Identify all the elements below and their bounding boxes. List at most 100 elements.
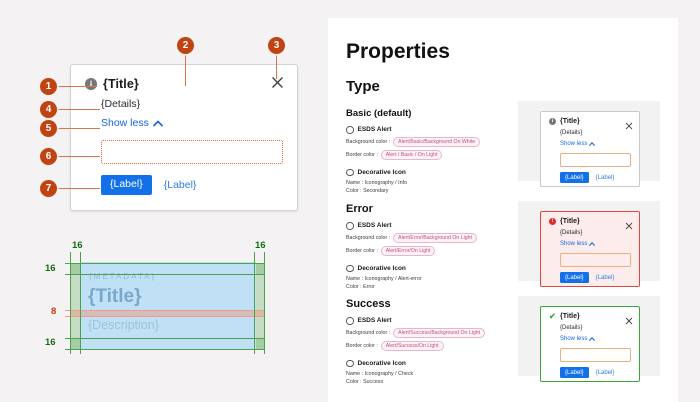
show-less-toggle[interactable]: Show less [560, 141, 596, 147]
close-icon[interactable] [625, 312, 633, 325]
spacing-rule-h4 [65, 349, 265, 351]
alert-actions: {Label} {Label} [560, 367, 614, 378]
radio-icon[interactable] [346, 222, 354, 230]
spacing-title-text: {Title} [88, 286, 142, 307]
show-less-label: Show less [101, 117, 149, 129]
alert-example-card: i {Title} {Details} Show less {Label} {L… [540, 111, 640, 187]
show-less-toggle[interactable]: Show less [560, 241, 596, 247]
radio-icon[interactable] [346, 359, 354, 368]
property-key: Name : Iconography / Alert-error [346, 275, 422, 282]
property-group-name: Decorative Icon [357, 169, 406, 177]
spacing-band-left [70, 263, 81, 349]
spacing-gap-line-top [65, 310, 265, 311]
alert-example-card: ! {Title} {Details} Show less {Label} {L… [540, 211, 640, 287]
property-key: Border color : [346, 342, 378, 349]
content-slot-placeholder [101, 140, 283, 164]
alert-header: i {Title} [85, 77, 139, 91]
property-group-alert: ESDS Alert Background color : Alert/Erro… [346, 222, 496, 256]
alert-title: {Title} [560, 118, 580, 125]
callout-leader-6 [57, 156, 100, 158]
property-token: Alert / Basic / On Light [380, 149, 443, 160]
close-icon[interactable] [270, 75, 285, 90]
property-row: Background color : Alert/Basic/Backgroun… [346, 137, 496, 148]
example-preview-error: ! {Title} {Details} Show less {Label} {L… [518, 201, 660, 287]
property-token: Alert/Basic/Background On White [393, 137, 481, 148]
spacing-gap-band [70, 310, 265, 316]
close-icon[interactable] [625, 117, 633, 130]
property-group-header: ESDS Alert [346, 222, 496, 230]
secondary-action-link[interactable]: {Label} [595, 174, 615, 181]
callout-leader-4 [57, 109, 100, 111]
spacing-diagram: {METADATA} {Title} {Description} 16 16 1… [45, 240, 285, 366]
property-group-alert: ESDS Alert Background color : Alert/Succ… [346, 317, 496, 351]
property-key: Border color : [346, 151, 378, 158]
spacing-content-block [80, 262, 256, 349]
section-heading-type: Type [346, 78, 380, 95]
spacing-rule-v3 [254, 252, 256, 354]
chevron-up-icon [589, 337, 596, 341]
callout-badge-5: 5 [40, 120, 57, 137]
secondary-action-link[interactable]: {Label} [595, 369, 615, 376]
primary-action-button[interactable]: {Label} [560, 272, 589, 283]
property-key: Color : Success [346, 379, 384, 386]
primary-action-button[interactable]: {Label} [560, 367, 589, 378]
property-row: Border color : Alert/Success/On Light [346, 340, 496, 351]
property-token: Alert/Success/On Light [380, 340, 444, 351]
alert-header: i {Title} [549, 118, 580, 125]
callout-leader-1 [57, 86, 97, 88]
property-group-icon: Decorative Icon Name : Iconography / Inf… [346, 168, 496, 194]
property-group-name: Decorative Icon [357, 360, 406, 368]
property-group-name: ESDS Alert [357, 222, 392, 230]
property-section-success: Success ESDS Alert Background color : Al… [346, 298, 496, 392]
close-icon[interactable] [625, 217, 633, 230]
property-key: Background color : [346, 330, 391, 337]
show-less-toggle[interactable]: Show less [101, 117, 163, 129]
property-group-name: Decorative Icon [357, 265, 406, 273]
property-key: Color : Error [346, 284, 375, 291]
content-slot-placeholder [560, 253, 631, 267]
alert-details: {Details} [560, 230, 583, 236]
property-group-header: Decorative Icon [346, 359, 496, 368]
property-group-icon: Decorative Icon Name : Iconography / Ale… [346, 264, 496, 291]
callout-badge-3: 3 [268, 37, 285, 54]
primary-action-button[interactable]: {Label} [101, 175, 152, 195]
alert-actions: {Label} {Label} [560, 172, 614, 183]
property-row: Name : Iconography / Info [346, 180, 496, 186]
alert-actions: {Label} {Label} [560, 272, 614, 283]
property-group-header: ESDS Alert [346, 317, 496, 325]
secondary-action-link[interactable]: {Label} [163, 178, 197, 191]
callout-leader-2 [185, 52, 187, 86]
property-key: Border color : [346, 247, 378, 254]
check-icon: ✔ [548, 311, 557, 321]
radio-icon[interactable] [346, 168, 354, 177]
page-title: Properties [346, 40, 450, 63]
spacing-rule-h3 [65, 338, 265, 340]
radio-icon[interactable] [346, 264, 354, 273]
property-row: Name : Iconography / Alert-error [346, 276, 496, 282]
property-group-icon: Decorative Icon Name : Iconography / Che… [346, 359, 496, 386]
alert-header: ✔ {Title} [548, 311, 580, 321]
property-group-name: ESDS Alert [357, 126, 392, 134]
spacing-gap-line-bottom [65, 316, 265, 317]
property-token: Alert/Error/Background On Light [393, 233, 477, 244]
property-group-alert: ESDS Alert Background color : Alert/Basi… [346, 126, 496, 160]
property-token: Alert/Error/On Light [380, 245, 436, 256]
callout-leader-3 [276, 52, 278, 79]
property-row: Border color : Alert/Error/On Light [346, 245, 496, 256]
alert-actions: {Label} {Label} [101, 175, 196, 195]
radio-icon[interactable] [346, 126, 354, 134]
secondary-action-link[interactable]: {Label} [595, 274, 615, 281]
alert-details: {Details} [560, 325, 583, 331]
chevron-up-icon [589, 142, 596, 146]
alert-example-card: ✔ {Title} {Details} Show less {Label} {L… [540, 306, 640, 382]
property-row: Name : Iconography / Check [346, 371, 496, 377]
content-slot-placeholder [560, 153, 631, 167]
property-group-header: Decorative Icon [346, 168, 496, 177]
spacing-rule-v1 [70, 252, 72, 354]
primary-action-button[interactable]: {Label} [560, 172, 589, 183]
alert-title: {Title} [560, 218, 580, 225]
radio-icon[interactable] [346, 317, 354, 325]
property-group-header: Decorative Icon [346, 264, 496, 273]
show-less-toggle[interactable]: Show less [560, 336, 596, 342]
